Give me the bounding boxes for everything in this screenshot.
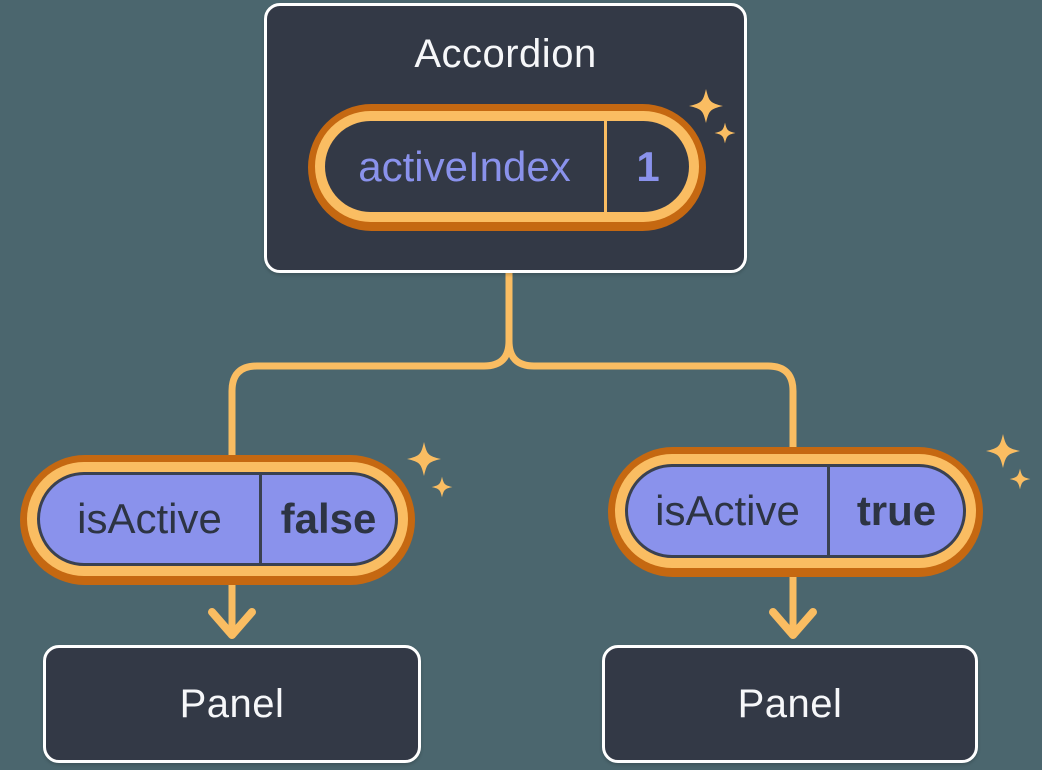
node-title: Accordion bbox=[414, 32, 597, 76]
node-title: Panel bbox=[737, 681, 843, 726]
connector-left-branch bbox=[228, 267, 513, 463]
sparkle-icon bbox=[1009, 468, 1031, 490]
connector-right-branch bbox=[505, 267, 797, 455]
prop-pill-isactive-left: isActive false bbox=[20, 455, 415, 585]
state-pill-activeindex: activeIndex 1 bbox=[308, 104, 706, 231]
pill-divider bbox=[259, 475, 262, 563]
state-value: 1 bbox=[636, 142, 660, 190]
arrow-right-head-icon bbox=[769, 608, 817, 639]
component-node-panel-left: Panel bbox=[43, 645, 421, 763]
component-node-panel-right: Panel bbox=[602, 645, 978, 763]
prop-pill-ring: isActive true bbox=[615, 454, 976, 568]
prop-value: false bbox=[280, 495, 377, 542]
node-title: Panel bbox=[179, 681, 285, 726]
sparkle-icon bbox=[431, 476, 453, 498]
prop-label: isActive bbox=[655, 487, 800, 534]
arrow-left-head-icon bbox=[208, 608, 256, 639]
prop-pill-isactive-right: isActive true bbox=[608, 447, 983, 577]
prop-pill-ring: isActive false bbox=[27, 462, 408, 576]
prop-label: isActive bbox=[77, 495, 222, 542]
pill-divider bbox=[604, 121, 607, 212]
sparkle-icon bbox=[986, 434, 1020, 468]
pill-divider bbox=[827, 467, 830, 555]
state-pill-ring: activeIndex 1 bbox=[315, 111, 699, 222]
sparkle-icon bbox=[407, 442, 441, 476]
prop-value: true bbox=[856, 487, 937, 534]
state-label: activeIndex bbox=[358, 142, 571, 190]
